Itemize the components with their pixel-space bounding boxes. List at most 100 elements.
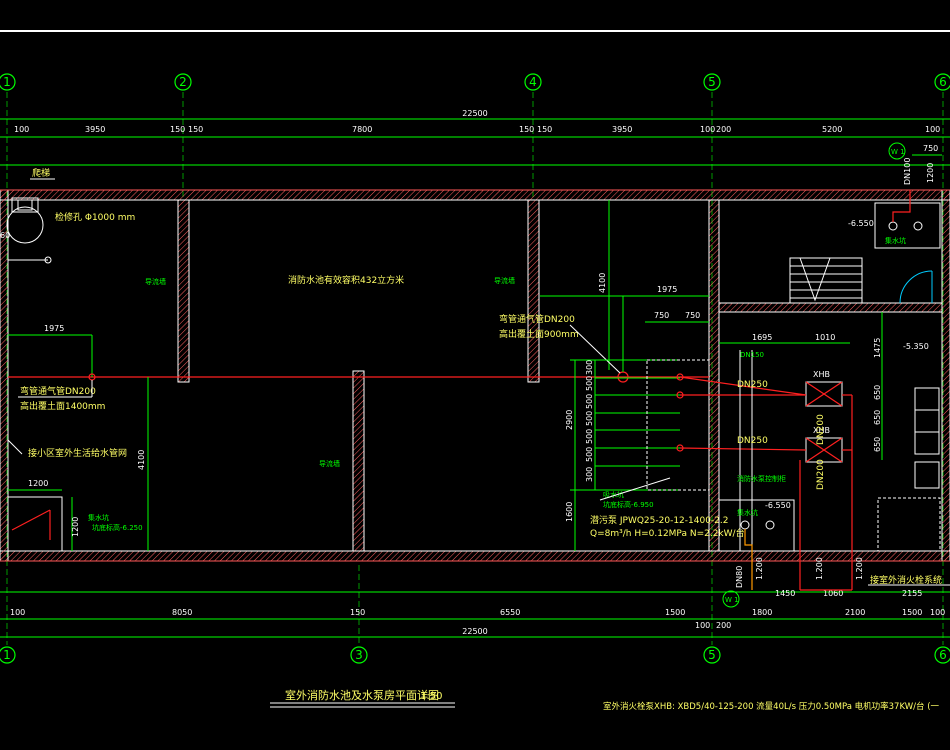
pump-piping: [676, 350, 853, 591]
dimension-text: 100: [10, 608, 25, 617]
axis-label-top-4: 4: [529, 75, 537, 89]
dimension-text: 7800: [352, 125, 372, 134]
w1-top: W 1: [891, 148, 905, 156]
dimension-text: 5200: [822, 125, 842, 134]
dimension-text: DN80: [735, 566, 744, 588]
dimension-text: 1475: [873, 338, 882, 358]
axis-bubbles-bottom: 1 3 5 6: [0, 646, 950, 664]
dimension-text: 100: [700, 125, 715, 134]
dimension-text: 150: [188, 125, 203, 134]
dimension-text: 1.200: [755, 557, 764, 580]
dimension-text: 1450: [775, 589, 795, 598]
dimension-text: 2900: [565, 410, 574, 430]
dimension-text: 200: [716, 621, 731, 630]
dimension-text: 150: [519, 125, 534, 134]
dimension-text: -5.350: [903, 342, 929, 351]
dimension-text: 1500: [665, 608, 685, 617]
pool-volume-label: 消防水池有效容积432立方米: [288, 274, 404, 286]
pump-xhb-1: XHB: [813, 370, 830, 379]
axis-label-top-6: 6: [939, 75, 947, 89]
dimension-text: 650: [873, 410, 882, 425]
top-dimension-lines: [0, 118, 950, 166]
dimension-text: DN200: [816, 414, 826, 445]
dimension-text: 1975: [44, 324, 64, 333]
baffle-label-3: 导流墙: [494, 276, 515, 285]
dimension-text: 150: [350, 608, 365, 617]
dimension-text: 500: [585, 411, 594, 426]
dimension-text: DN250: [737, 380, 768, 390]
dimension-text: 1.200: [855, 557, 864, 580]
stairs: [789, 257, 863, 304]
axis-bubbles-top: 1 2 4 5 6: [0, 73, 950, 91]
axis-label-top-1: 1: [3, 75, 11, 89]
ladder-symbol: [11, 197, 39, 213]
axis-label-bottom-1: 1: [3, 648, 11, 662]
w1-bottom: W 1: [725, 596, 739, 604]
dimension-text: -6.550: [765, 501, 791, 510]
vent-left-label: 弯管通气管DN200: [20, 385, 96, 397]
dimension-text: 650: [873, 385, 882, 400]
sump-level: 坑底标高-6.250: [92, 523, 143, 532]
dimension-text: 750: [923, 144, 938, 153]
dimension-text: 1600: [565, 502, 574, 522]
dimension-text: 750: [685, 311, 700, 320]
dimension-text: -6.550: [848, 219, 874, 228]
dimension-text: 集水坑: [737, 508, 758, 517]
dimension-text: 8050: [172, 608, 192, 617]
dimension-text: 100: [695, 621, 710, 630]
dimension-text: 150: [170, 125, 185, 134]
dimension-text: 2100: [845, 608, 865, 617]
drawing-scale: 1:50: [420, 691, 442, 702]
dimension-text: 6550: [500, 608, 520, 617]
dimension-text: 1500: [902, 608, 922, 617]
sump-pump-spec: Q=8m³/h H=0.12MPa N=2.2kW/台: [590, 527, 745, 539]
dimension-text: 100: [14, 125, 29, 134]
suction-dims: 300 500 500 500 500 500 300 2900 1600: [565, 359, 680, 551]
dimension-text: 60: [0, 231, 10, 240]
pump-xhb-2: XHB: [813, 426, 830, 435]
dimension-text: 500: [585, 394, 594, 409]
axis-label-top-2: 2: [179, 75, 187, 89]
dimension-text: 1.200: [815, 557, 824, 580]
axis-label-top-5: 5: [708, 75, 716, 89]
dim-top-total: 22500: [462, 109, 487, 118]
dimension-text: 500: [585, 447, 594, 462]
dimension-text: DN150: [740, 351, 764, 359]
dimension-text: 1975: [657, 285, 677, 294]
drawing-title: 室外消防水池及水泵房平面详图: [285, 688, 439, 702]
dimension-text: 500: [585, 429, 594, 444]
axis-gridlines: [6, 92, 944, 645]
dimension-text: DN200: [816, 459, 826, 490]
suction-well-label: 吸水坑: [603, 490, 624, 499]
dimension-text: 4100: [137, 450, 146, 470]
dimension-text: 1060: [823, 589, 843, 598]
dimension-text: 500: [585, 376, 594, 391]
dimension-text: 100: [930, 608, 945, 617]
bottom-dims: 100 8050 150 6550 1500 100 200 1800 2100…: [10, 589, 945, 630]
dimension-text: 1200: [28, 479, 48, 488]
vent-right-label: 弯管通气管DN200: [499, 313, 575, 325]
cabinet-label: 消防水泵控制柜: [737, 474, 786, 483]
baffle-walls: [177, 199, 540, 552]
dimension-text: 300: [585, 360, 594, 375]
dimension-text: 1800: [752, 608, 772, 617]
top-dims: 100 3950 150 150 7800 150 150 3950 100 2…: [14, 125, 940, 134]
sump-label: 集水坑: [88, 513, 109, 522]
manhole-circle: [6, 206, 44, 244]
dimension-text: 3950: [612, 125, 632, 134]
dimension-text: 750: [654, 311, 669, 320]
sump-small-label: 集水坑: [885, 236, 906, 245]
dimension-text: 4100: [598, 273, 607, 293]
baffle-label-1: 导流墙: [145, 277, 166, 286]
baffle-label-2: 导流墙: [319, 459, 340, 468]
connect-main-label: 接小区室外生活给水管网: [28, 447, 127, 459]
dimension-text: 2155: [902, 589, 922, 598]
dimension-text: 100: [925, 125, 940, 134]
suction-well-level: 坑底标高-6.950: [603, 500, 654, 509]
dimension-text: 1010: [815, 333, 835, 342]
bottom-dimension-lines: [0, 591, 950, 638]
vent-left-height: 高出覆土面1400mm: [20, 400, 105, 412]
manhole-label: 检修孔 Φ1000 mm: [55, 211, 135, 223]
dimension-text: 1695: [752, 333, 772, 342]
